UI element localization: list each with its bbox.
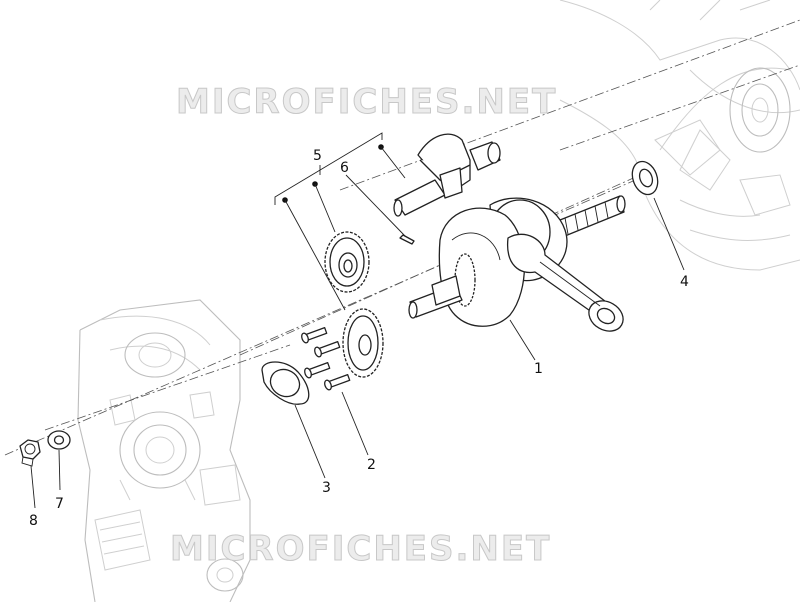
screws-part-2: [301, 327, 351, 391]
crankcase-left-ghost: [77, 299, 251, 602]
shim-ring-part-3: [261, 361, 310, 405]
callout-5: 5: [313, 148, 322, 164]
washer-part-4: [631, 160, 659, 196]
callout-3: 3: [322, 480, 331, 496]
gear-small-part-5: [324, 231, 370, 293]
crankshaft-part-1: [408, 195, 626, 332]
callout-8: 8: [29, 513, 38, 529]
watermark-bottom: MICROFICHES.NET: [170, 529, 551, 569]
nut-part-8: [19, 439, 41, 467]
callout-4: 4: [680, 274, 689, 290]
leader-lines: [30, 174, 685, 509]
callout-labels: 1 2 3 4 5 6 7 8: [29, 148, 689, 529]
watermark-top: MICROFICHES.NET: [176, 82, 557, 122]
callout-7: 7: [55, 496, 64, 512]
callout-2: 2: [367, 457, 376, 473]
washer-part-7: [47, 430, 71, 450]
callout-1: 1: [534, 361, 543, 377]
gear-large-part-5: [342, 308, 384, 378]
callout-6: 6: [340, 160, 349, 176]
assembly-axes: [4, 19, 800, 456]
group-bracket-part-5: [274, 132, 406, 311]
crankcase-right-ghost: [559, 0, 800, 271]
balance-shaft-part-5: [393, 133, 501, 217]
key-part-6: [399, 234, 415, 245]
